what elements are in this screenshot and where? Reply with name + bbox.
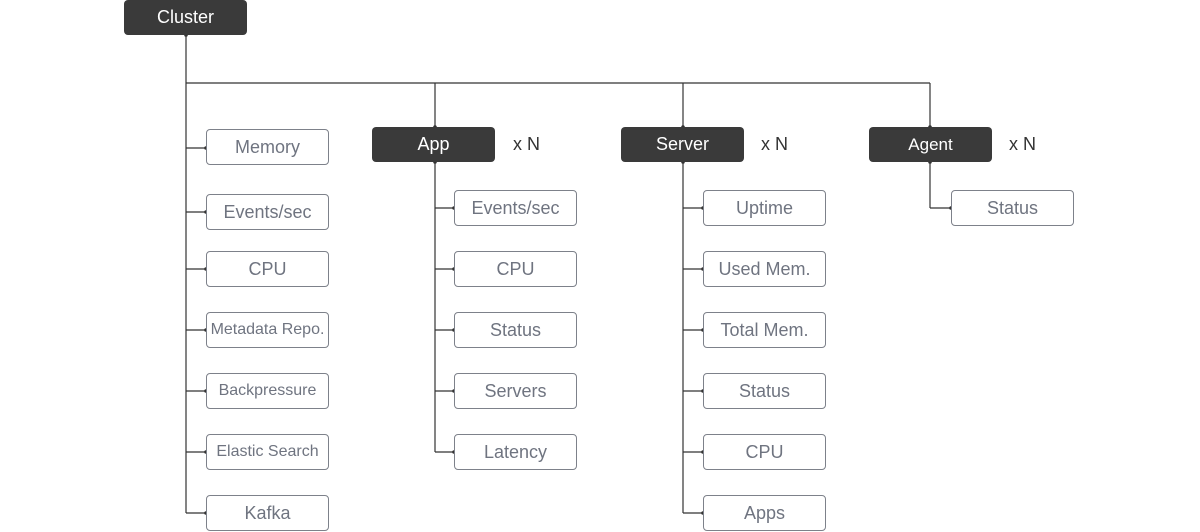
app-metric-events-per-sec[interactable]: Events/sec <box>454 190 577 226</box>
cluster-metric-metadata-repo[interactable]: Metadata Repo. <box>206 312 329 348</box>
app-multiplier: x N <box>513 134 540 154</box>
server-node[interactable]: Server <box>621 127 744 162</box>
agent-node[interactable]: Agent <box>869 127 992 162</box>
cluster-metric-kafka[interactable]: Kafka <box>206 495 329 531</box>
server-multiplier: x N <box>761 134 788 154</box>
cluster-node[interactable]: Cluster <box>124 0 247 35</box>
server-metric-status[interactable]: Status <box>703 373 826 409</box>
server-metric-cpu[interactable]: CPU <box>703 434 826 470</box>
app-metric-servers[interactable]: Servers <box>454 373 577 409</box>
server-metric-used-mem[interactable]: Used Mem. <box>703 251 826 287</box>
server-metric-uptime[interactable]: Uptime <box>703 190 826 226</box>
cluster-metric-events-per-sec[interactable]: Events/sec <box>206 194 329 230</box>
agent-metric-status[interactable]: Status <box>951 190 1074 226</box>
app-metric-latency[interactable]: Latency <box>454 434 577 470</box>
cluster-metric-cpu[interactable]: CPU <box>206 251 329 287</box>
server-metric-total-mem[interactable]: Total Mem. <box>703 312 826 348</box>
app-metric-cpu[interactable]: CPU <box>454 251 577 287</box>
cluster-metric-elastic-search[interactable]: Elastic Search <box>206 434 329 470</box>
server-metric-apps[interactable]: Apps <box>703 495 826 531</box>
app-node[interactable]: App <box>372 127 495 162</box>
cluster-metric-memory[interactable]: Memory <box>206 129 329 165</box>
app-metric-status[interactable]: Status <box>454 312 577 348</box>
cluster-metric-backpressure[interactable]: Backpressure <box>206 373 329 409</box>
agent-multiplier: x N <box>1009 134 1036 154</box>
